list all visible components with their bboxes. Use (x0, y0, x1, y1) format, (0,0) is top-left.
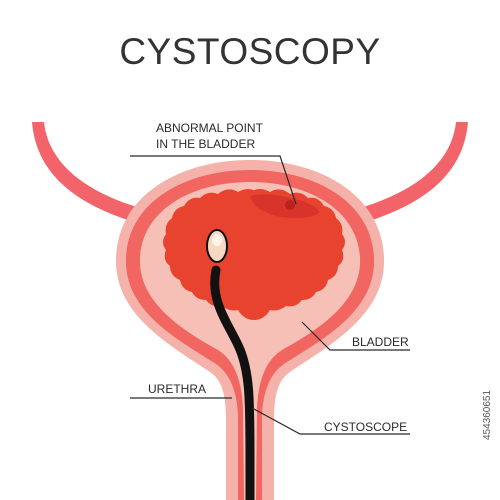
label-bladder: BLADDER (352, 335, 409, 349)
leader-cystoscope (251, 407, 410, 435)
diagram-title: CYSTOSCOPY (119, 31, 380, 72)
abnormal-lesion (250, 194, 320, 218)
label-abnormal-point-line1: ABNORMAL POINT (156, 121, 264, 135)
ureters (32, 122, 468, 222)
bladder-cavity (163, 189, 345, 320)
cystoscope-light (212, 234, 222, 246)
lesion-spot (285, 200, 295, 210)
cystoscope-shaft (210, 265, 255, 500)
cystoscope (206, 229, 255, 500)
leader-abnormal (130, 155, 297, 205)
label-urethra: URETHRA (148, 382, 206, 396)
leader-bladder (301, 321, 410, 351)
left-ureter (32, 122, 140, 222)
right-ureter (360, 122, 468, 222)
stock-id: 454360651 (482, 390, 493, 440)
label-abnormal-point-line2: IN THE BLADDER (156, 137, 255, 151)
label-cystoscope: CYSTOSCOPE (324, 420, 407, 434)
